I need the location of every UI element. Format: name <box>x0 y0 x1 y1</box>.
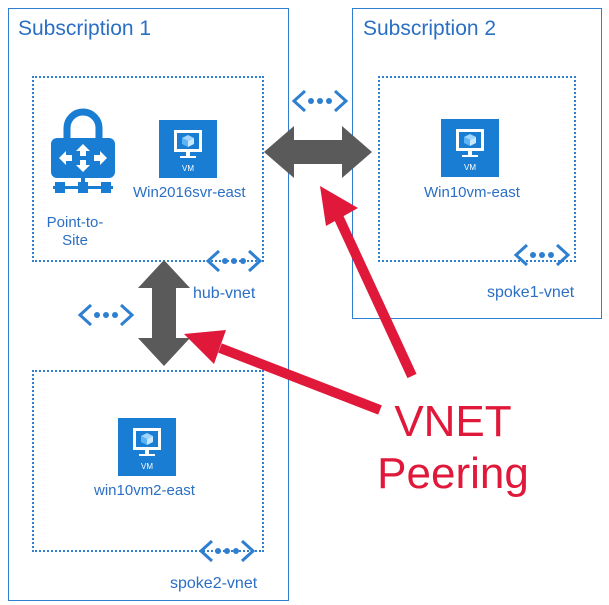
lock-network-icon <box>45 98 121 202</box>
spoke1-vm-icon: VM <box>441 119 499 177</box>
hub-vnet-box <box>32 76 264 262</box>
spoke1-vnet-label: spoke1-vnet <box>487 284 575 301</box>
spoke1-vnet-box <box>378 76 576 262</box>
red-arrow-icon <box>320 186 417 379</box>
vnet-peering-label: VNET Peering <box>377 397 529 498</box>
vnet-icon-peering-top <box>291 88 349 114</box>
vnet-icon-peering-left <box>77 302 135 328</box>
spoke1-vm-name: Win10vm-east <box>424 184 520 201</box>
hub-vm-badge: VM <box>182 164 194 173</box>
spoke2-vnet-box <box>32 370 264 552</box>
double-arrow-icon <box>264 126 372 178</box>
subscription-2-title: Subscription 2 <box>363 17 497 40</box>
spoke2-vnet-label: spoke2-vnet <box>170 575 258 592</box>
subscription-1-box <box>8 8 289 601</box>
red-arrow-icon <box>184 330 382 415</box>
hub-vnet-label: hub-vnet <box>193 285 256 302</box>
vnet-icon-hub <box>205 248 263 274</box>
double-arrow-icon <box>138 260 190 366</box>
vnet-icon-spoke1 <box>513 242 571 268</box>
point-to-site-label: Point-to-Site <box>46 214 104 249</box>
vnet-icon-spoke2 <box>198 538 256 564</box>
spoke2-vm-icon: VM <box>118 418 176 476</box>
hub-vm-icon: VM <box>159 120 217 178</box>
spoke1-vm-badge: VM <box>464 163 476 172</box>
subscription-1-title: Subscription 1 <box>18 17 152 40</box>
spoke2-vm-name: win10vm2-east <box>94 482 195 499</box>
hub-vm-name: Win2016svr-east <box>133 184 246 201</box>
spoke2-vm-badge: VM <box>141 462 153 471</box>
